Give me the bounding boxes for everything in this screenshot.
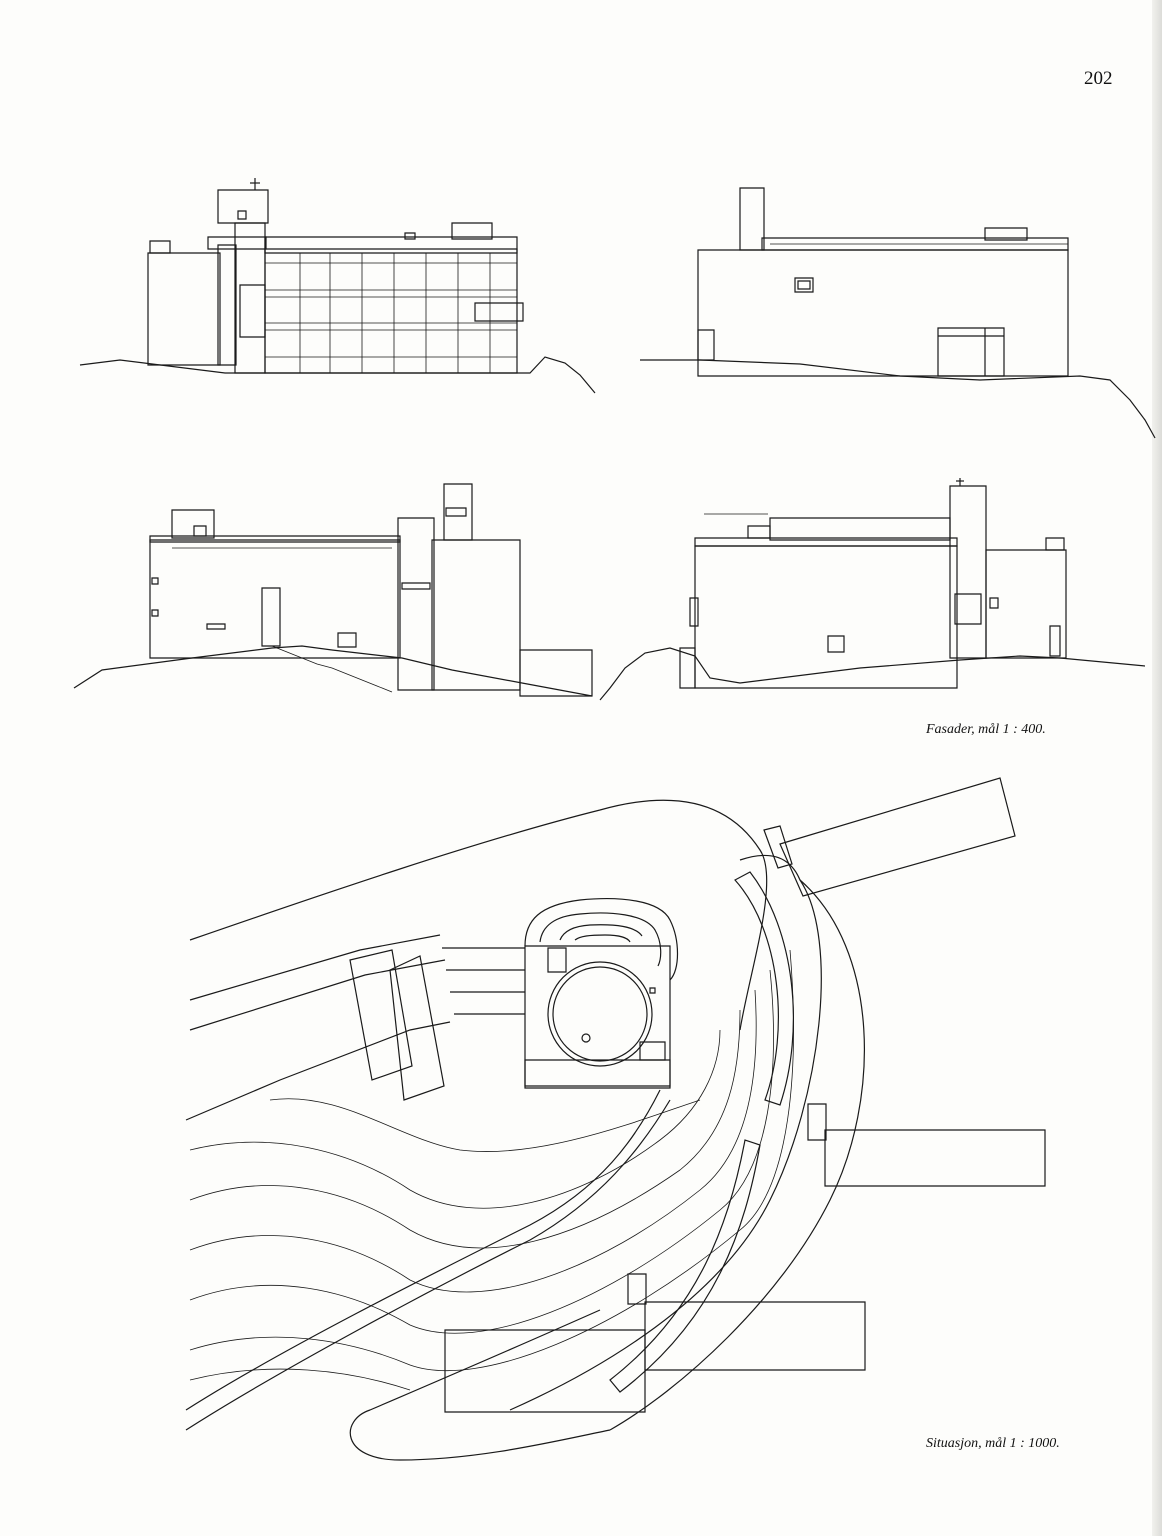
site-plan-drawing xyxy=(180,770,1060,1470)
page-number: 202 xyxy=(1084,68,1113,89)
page-edge xyxy=(1152,0,1162,1536)
elevation-drawing-3 xyxy=(72,478,597,698)
facades-caption: Fasader, mål 1 : 400. xyxy=(926,722,1046,737)
site-plan-caption: Situasjon, mål 1 : 1000. xyxy=(926,1436,1060,1451)
elevation-drawing-1 xyxy=(80,175,600,400)
elevation-drawing-4 xyxy=(600,478,1160,703)
elevation-drawing-2 xyxy=(640,180,1160,440)
